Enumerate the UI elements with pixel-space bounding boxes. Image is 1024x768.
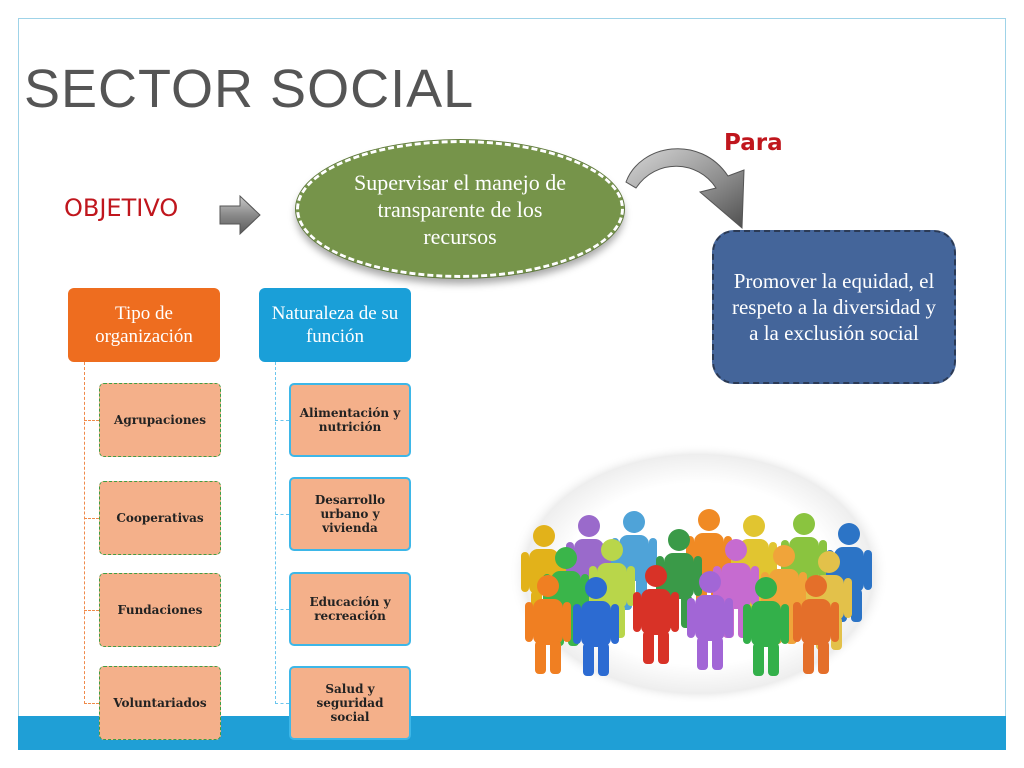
organization-type-header: Tipo de organización — [68, 288, 220, 362]
objective-ellipse: Supervisar el manejo de transparente de … — [295, 139, 625, 279]
objective-label: OBJETIVO — [64, 194, 179, 222]
function-tick — [275, 703, 289, 704]
organization-tree-line — [84, 362, 85, 704]
curved-arrow-icon — [625, 148, 745, 230]
organization-item-fundaciones: Fundaciones — [99, 573, 221, 647]
organization-item-cooperativas: Cooperativas — [99, 481, 221, 555]
function-item-desarrollo: Desarrollo urbano y vivienda — [289, 477, 411, 551]
function-tree-line — [275, 362, 276, 704]
function-nature-header: Naturaleza de su función — [259, 288, 411, 362]
function-item-alimentacion: Alimentación y nutrición — [289, 383, 411, 457]
slide-title: SECTOR SOCIAL — [24, 59, 475, 119]
organization-item-voluntariados: Voluntariados — [99, 666, 221, 740]
organization-tick — [84, 518, 99, 519]
arrow-right-icon — [219, 194, 261, 236]
organization-tick — [84, 703, 99, 704]
people-crowd-icon — [509, 444, 889, 704]
function-tick — [275, 420, 289, 421]
function-item-salud: Salud y seguridad social — [289, 666, 411, 740]
function-tick — [275, 514, 289, 515]
function-item-educacion: Educación y recreación — [289, 572, 411, 646]
function-tick — [275, 609, 289, 610]
organization-tick — [84, 420, 99, 421]
para-label: Para — [724, 130, 783, 156]
organization-tick — [84, 610, 99, 611]
goal-box: Promover la equidad, el respeto a la div… — [712, 230, 956, 384]
organization-item-agrupaciones: Agrupaciones — [99, 383, 221, 457]
